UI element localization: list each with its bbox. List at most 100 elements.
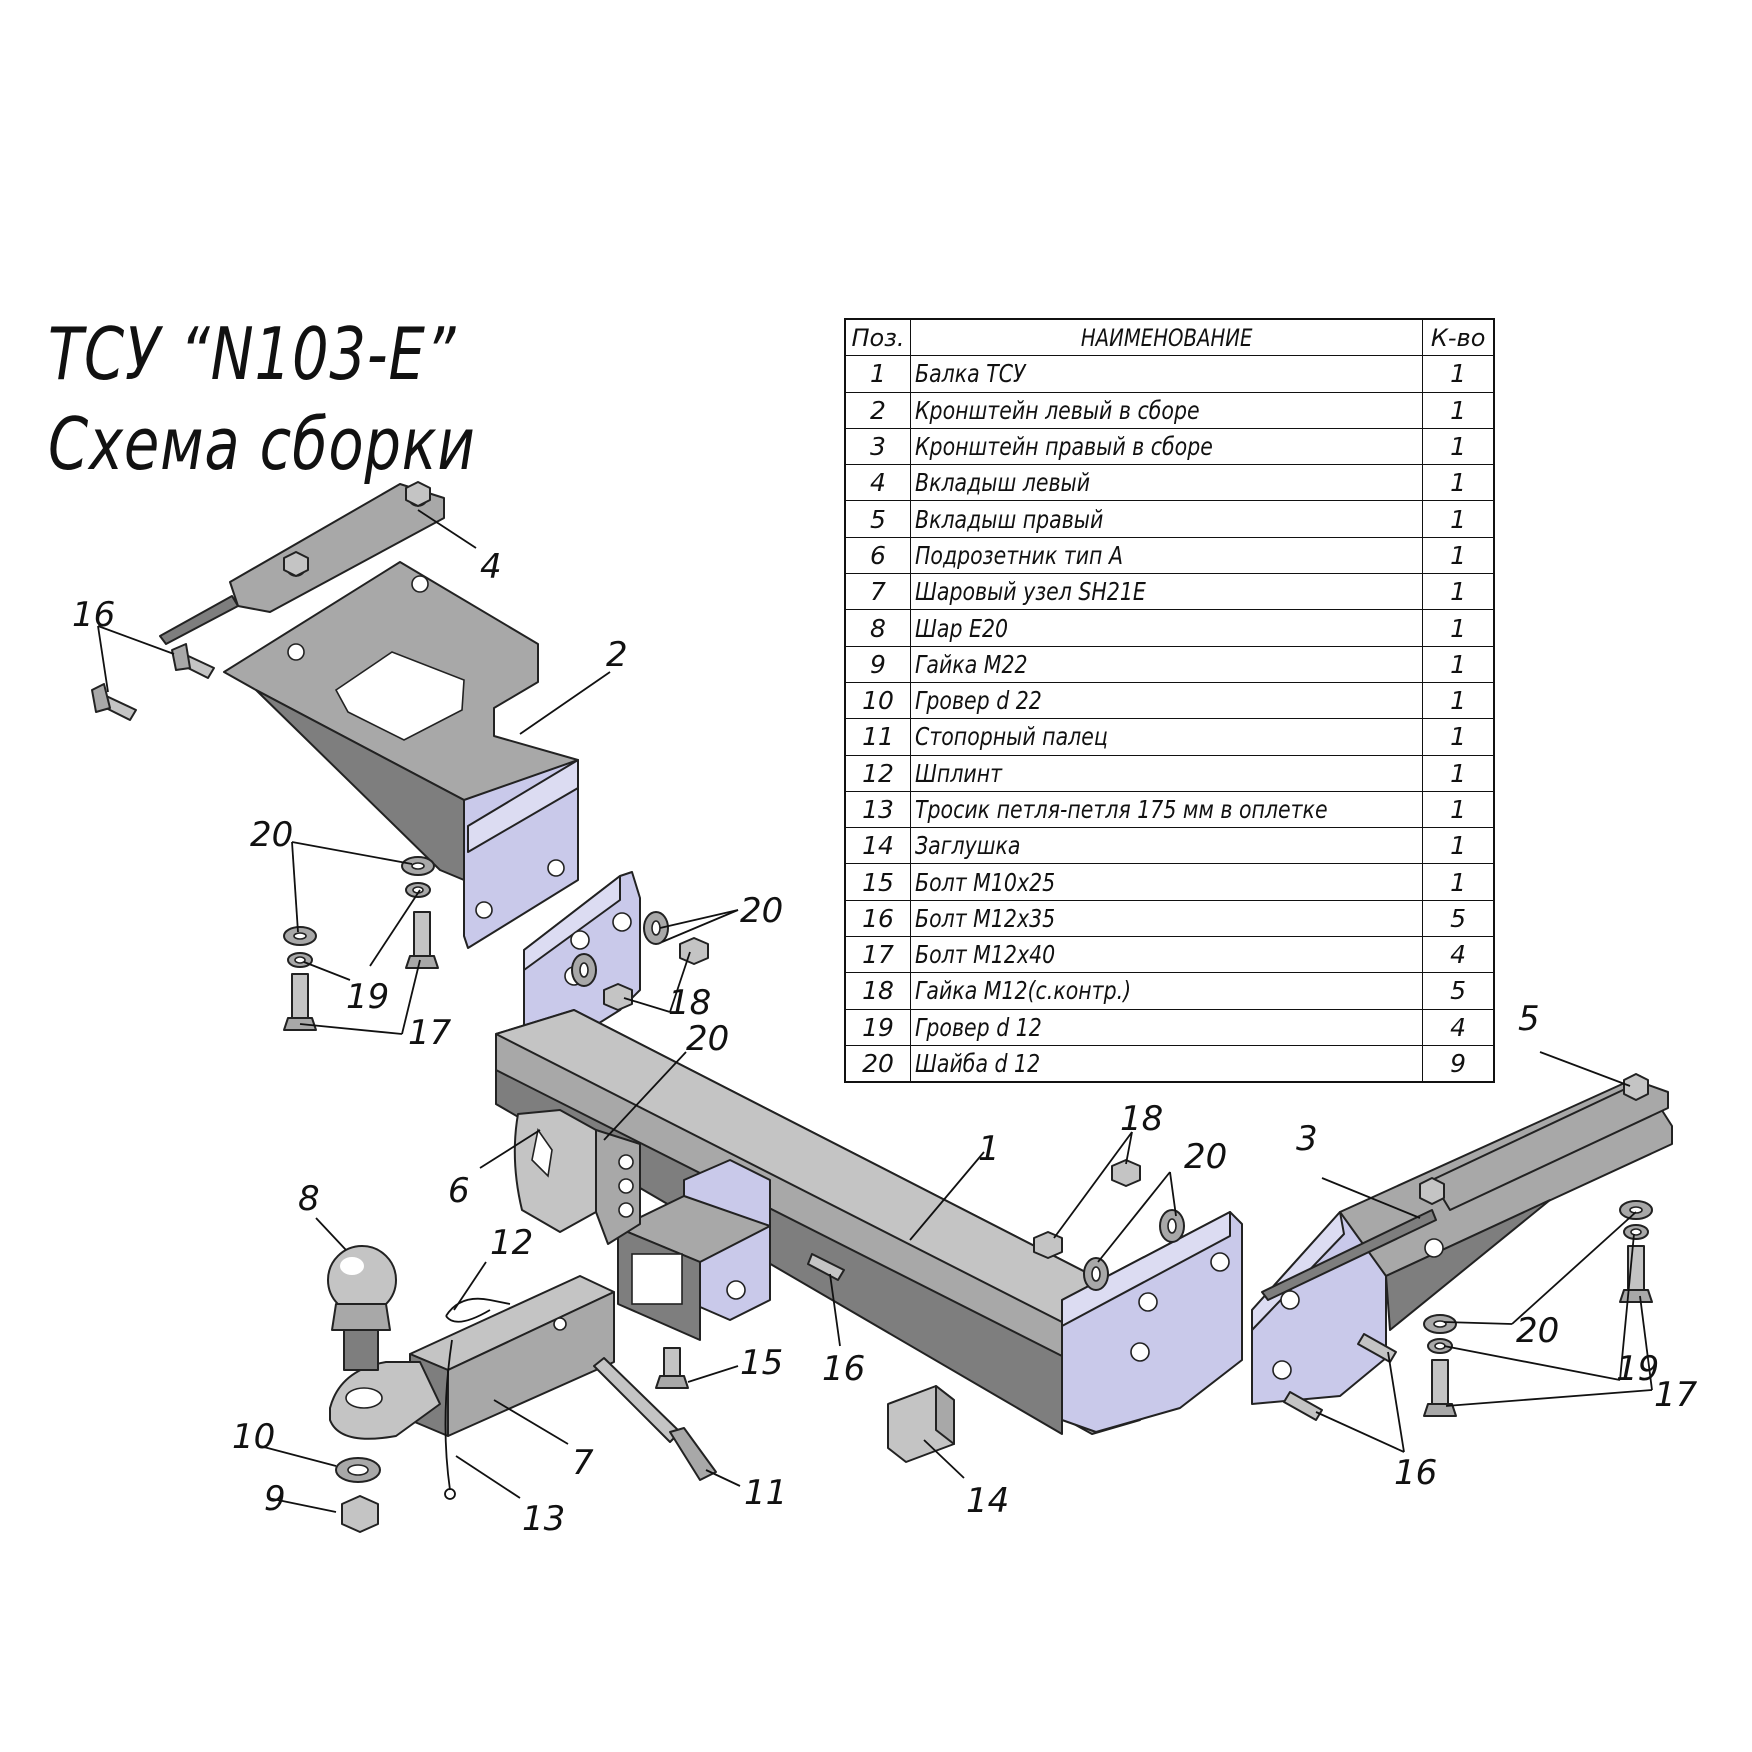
- cell-qty: 1: [1422, 464, 1495, 502]
- cell-qty: 1: [1422, 609, 1495, 647]
- callout-13: 13: [522, 1499, 565, 1539]
- callout-5: 5: [1518, 999, 1540, 1039]
- cell-qty: 1: [1422, 645, 1495, 683]
- cell-name: Шплинт: [909, 754, 1424, 792]
- cell-qty: 5: [1422, 972, 1495, 1010]
- callout-18-left: 18: [668, 983, 711, 1023]
- part-11-locking-pin: [593, 1357, 717, 1481]
- callout-16-left: 16: [72, 595, 115, 635]
- cell-pos: 9: [844, 645, 911, 683]
- cell-name: Болт М10х25: [909, 863, 1424, 901]
- cell-name: Вкладыш правый: [909, 500, 1424, 538]
- part-4-left-insert: [159, 481, 445, 645]
- cell-pos: 5: [844, 500, 911, 538]
- cell-qty: 1: [1422, 754, 1495, 792]
- callout-9: 9: [264, 1479, 286, 1519]
- callout-16-center: 16: [822, 1349, 865, 1389]
- fastener-nuts-18: [603, 937, 1141, 1259]
- callout-4: 4: [480, 547, 502, 587]
- cell-name: Шар E20: [909, 609, 1424, 647]
- cell-name: Кронштейн левый в сборе: [909, 391, 1424, 429]
- cell-pos: 15: [844, 863, 911, 901]
- leader-lines: [97, 509, 1653, 1513]
- cell-qty: 4: [1422, 936, 1495, 974]
- cell-pos: 20: [844, 1044, 911, 1083]
- callout-19-right: 19: [1616, 1349, 1659, 1389]
- cell-pos: 7: [844, 573, 911, 611]
- cell-name: Болт М12х40: [909, 936, 1424, 974]
- callout-20-right-beam: 20: [1184, 1137, 1227, 1177]
- callout-16-right: 16: [1394, 1453, 1437, 1493]
- cell-pos: 2: [844, 391, 911, 429]
- callout-17-right: 17: [1654, 1375, 1698, 1415]
- cell-name: Тросик петля-петля 175 мм в оплетке: [909, 790, 1424, 829]
- cell-pos: 19: [844, 1008, 911, 1046]
- cell-name: Шаровый узел SH21E: [909, 573, 1424, 611]
- part-13-safety-cable: [444, 1339, 456, 1500]
- cell-name: Гровер d 22: [909, 681, 1424, 720]
- cell-qty: 5: [1422, 899, 1495, 938]
- cell-pos: 18: [844, 972, 911, 1010]
- cell-name: Балка ТСУ: [909, 355, 1424, 393]
- cell-pos: 10: [844, 681, 911, 720]
- callout-20-right: 20: [1516, 1311, 1559, 1351]
- table-header-row: Поз. НАИМЕНОВАНИЕ К-во: [844, 318, 1495, 357]
- callout-7: 7: [572, 1443, 594, 1483]
- callout-14: 14: [966, 1481, 1009, 1521]
- part-12-cotter-pin: [445, 1297, 511, 1323]
- callout-10: 10: [232, 1417, 275, 1457]
- cell-qty: 9: [1422, 1044, 1495, 1083]
- cell-qty: 1: [1422, 391, 1495, 429]
- cell-pos: 11: [844, 718, 911, 756]
- callout-17-left: 17: [408, 1013, 452, 1053]
- cell-qty: 4: [1422, 1008, 1495, 1046]
- part-8-tow-ball: [327, 1245, 397, 1371]
- cell-pos: 1: [844, 355, 911, 393]
- cell-name: Гайка М12(с.контр.): [909, 972, 1424, 1010]
- cell-name: Шайба d 12: [909, 1044, 1424, 1083]
- cell-name: Болт М12х35: [909, 899, 1424, 938]
- part-6-socket-bracket: [513, 1109, 641, 1245]
- fastener-washers-19-20: [283, 856, 1653, 1354]
- part-14-end-cap: [887, 1385, 955, 1463]
- cell-qty: 1: [1422, 573, 1495, 611]
- cell-pos: 4: [844, 464, 911, 502]
- drawing-subtitle: Схема сборки: [48, 402, 476, 486]
- header-pos: Поз.: [844, 318, 911, 357]
- callout-12: 12: [490, 1223, 533, 1263]
- part-9-nut-m22: [341, 1495, 379, 1533]
- cell-pos: 13: [844, 790, 911, 829]
- callout-labels: 1 2 3 4 5 6 7 8 9 10 11 12 13 14 15 16 1…: [72, 547, 1698, 1539]
- cell-qty: 1: [1422, 355, 1495, 393]
- cell-qty: 1: [1422, 681, 1495, 720]
- cell-name: Подрозетник тип А: [909, 536, 1424, 575]
- part-2-left-bracket: [223, 561, 579, 949]
- callout-2: 2: [606, 635, 628, 675]
- cell-qty: 1: [1422, 500, 1495, 538]
- callout-1: 1: [978, 1129, 1000, 1169]
- cell-pos: 14: [844, 827, 911, 865]
- callout-3: 3: [1296, 1119, 1318, 1159]
- cell-qty: 1: [1422, 718, 1495, 756]
- cell-name: Гайка М22: [909, 645, 1424, 683]
- callout-8: 8: [298, 1179, 320, 1219]
- cell-qty: 1: [1422, 863, 1495, 901]
- callout-6: 6: [448, 1171, 470, 1211]
- cell-name: Стопорный палец: [909, 718, 1424, 756]
